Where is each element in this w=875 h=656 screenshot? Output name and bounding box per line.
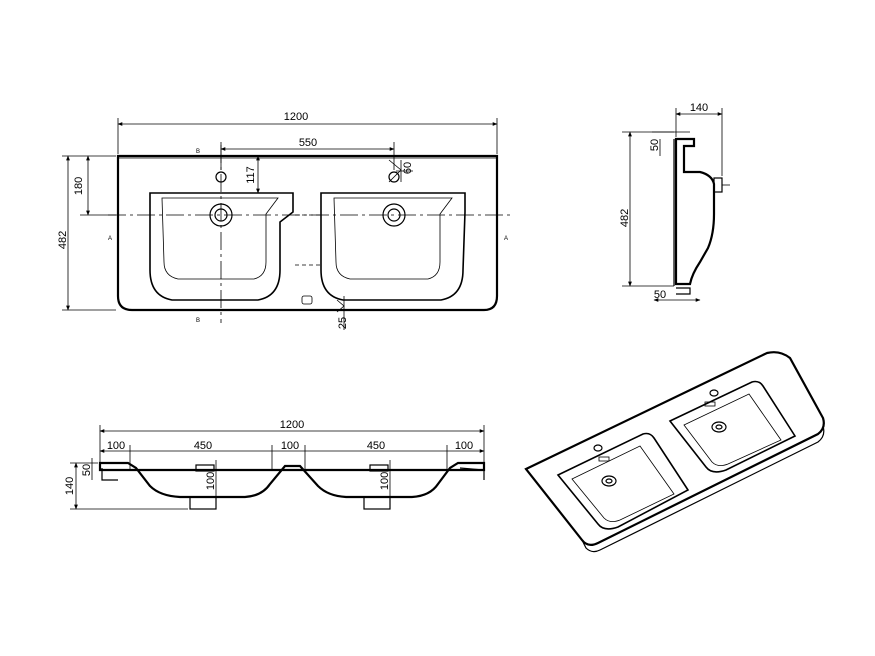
basin-2-width-dim: 450 xyxy=(367,440,385,452)
iso-basin-left xyxy=(556,432,690,530)
drain-offset-dim: 117 xyxy=(245,166,257,184)
top-depth-dim: 482 xyxy=(57,231,69,249)
right-margin-dim: 100 xyxy=(455,440,473,452)
front-profile xyxy=(98,461,486,499)
section-b-top-label: B xyxy=(196,149,200,155)
tap-hole-icon xyxy=(593,444,603,452)
isometric-view xyxy=(524,351,825,553)
right-basin xyxy=(320,192,466,301)
overflow-slot-left xyxy=(195,464,215,472)
overflow-1-dim: 100 xyxy=(205,472,217,490)
tap-hole-icon xyxy=(709,389,719,397)
drain-outlet-right xyxy=(363,496,391,510)
front-length-dim: 1200 xyxy=(280,419,304,431)
section-b-bottom-label: B xyxy=(196,318,200,324)
left-margin-dim: 100 xyxy=(107,440,125,452)
basin-drain-icon xyxy=(711,421,727,433)
side-top-depth-dim: 140 xyxy=(690,102,708,114)
basin-drain-icon xyxy=(601,475,617,487)
side-bottom-dim: 50 xyxy=(654,289,666,301)
left-basin xyxy=(149,192,294,301)
side-view: 140 50 482 50 xyxy=(619,102,730,302)
tap-offset-dim: 180 xyxy=(73,177,85,195)
iso-countertop xyxy=(524,351,825,547)
top-view: A A B B 1200 550 482 180 117 60 2 xyxy=(57,111,512,330)
side-profile xyxy=(674,137,716,286)
tap-hole-icon xyxy=(388,171,400,183)
tap-spacing-dim: 550 xyxy=(299,137,317,149)
section-a-left-label: A xyxy=(108,236,112,242)
tap-hole-dim: 60 xyxy=(402,162,414,174)
side-rim-dim: 50 xyxy=(649,139,661,151)
top-length-dim: 1200 xyxy=(284,111,308,123)
section-a-right-label: A xyxy=(504,236,508,242)
front-edge-dim: 25 xyxy=(337,317,349,329)
front-rim-dim: 50 xyxy=(81,464,93,476)
overflow-2-dim: 100 xyxy=(379,472,391,490)
front-view: 1200 100 450 100 450 100 140 50 100 100 xyxy=(64,419,486,510)
iso-basin-right xyxy=(668,380,797,473)
front-height-dim: 140 xyxy=(64,477,76,495)
drain-outlet-left xyxy=(189,496,217,510)
center-gap-dim: 100 xyxy=(281,440,299,452)
overflow-slot-right xyxy=(369,464,389,472)
countertop-outline xyxy=(116,154,499,312)
side-total-depth-dim: 482 xyxy=(619,209,631,227)
basin-1-width-dim: 450 xyxy=(194,440,212,452)
